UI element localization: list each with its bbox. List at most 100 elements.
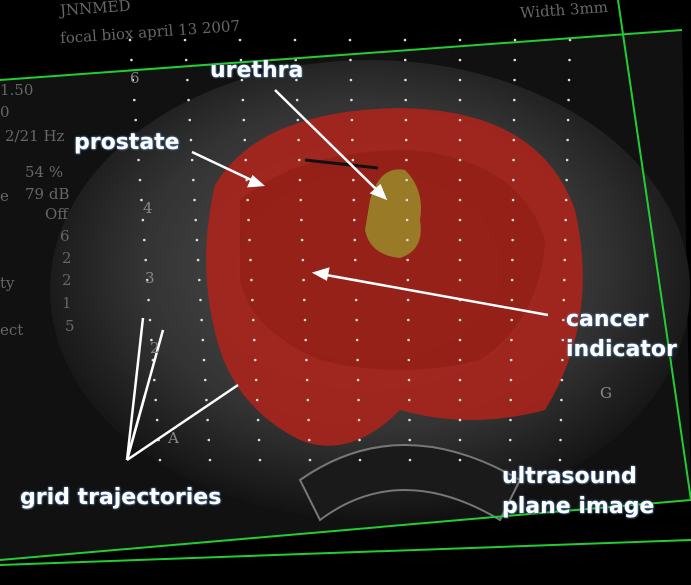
annotation-arrows <box>125 89 549 462</box>
grid-dot <box>251 298 254 302</box>
grid-number: 4 <box>143 199 153 217</box>
grid-dot <box>304 338 308 342</box>
grid-dot <box>134 118 138 122</box>
grid-dot <box>249 258 252 262</box>
grid-dot <box>140 198 143 202</box>
grid-dot <box>350 118 354 122</box>
probe-arc <box>298 444 522 522</box>
grid-dot <box>252 318 255 322</box>
grid-dot <box>299 198 303 202</box>
grid-dot <box>562 278 566 282</box>
grid-dot <box>408 438 412 442</box>
grid-dot <box>458 218 462 222</box>
overlay-value: 1 <box>62 294 72 312</box>
grid-dot <box>358 438 361 442</box>
grid-dot <box>406 258 409 262</box>
grid-dot <box>243 138 247 142</box>
grid-dot <box>358 458 362 462</box>
grid-dot <box>305 378 309 382</box>
overlay-value: 5 <box>65 317 75 335</box>
grid-dot <box>458 338 462 342</box>
label-grid-trajectories: grid trajectories <box>20 485 222 510</box>
grid-dot <box>406 298 410 302</box>
grid-dot <box>458 78 462 82</box>
label-ultrasound-plane-image: ultrasound plane image <box>502 462 654 522</box>
grid-dot <box>566 138 569 142</box>
grid-dot <box>458 118 462 122</box>
overlay-value: 79 dB <box>25 185 70 203</box>
overlay-value: 1.50 <box>0 81 34 99</box>
grid-dot <box>189 138 193 142</box>
grid-dot <box>205 398 208 402</box>
grid-dot <box>559 418 563 422</box>
label-ultrasound: ultrasound <box>502 464 637 489</box>
grid-dot <box>458 238 462 242</box>
grid-dot <box>404 138 408 142</box>
grid-dot <box>196 258 200 262</box>
overlay-word: e <box>0 187 9 205</box>
grid-dot <box>184 58 188 62</box>
grid-dot <box>406 278 410 282</box>
label-prostate: prostate <box>74 130 180 155</box>
grid-dot <box>192 178 195 182</box>
grid-dot <box>187 98 190 102</box>
needle-mark <box>304 158 379 170</box>
overlay-value: 2/21 Hz <box>5 127 65 145</box>
grid-dot <box>458 178 462 182</box>
grid-dot <box>131 78 135 82</box>
grid-dot <box>512 178 515 182</box>
grid-dot <box>257 438 261 442</box>
grid-dot <box>238 38 242 42</box>
overlay-word: ty <box>0 274 15 292</box>
grid-dot <box>349 58 352 62</box>
grid-number: 6 <box>130 69 140 87</box>
overlay-value: 2 <box>62 249 72 267</box>
grid-dot <box>240 78 244 82</box>
grid-dot <box>355 318 358 322</box>
grid-dot <box>458 418 462 422</box>
grid-trajectories <box>128 38 572 462</box>
grid-dot <box>242 118 246 122</box>
label-urethra: urethra <box>210 58 304 83</box>
grid-dot <box>141 218 145 222</box>
grid-dot <box>200 318 203 322</box>
grid-dot <box>302 298 306 302</box>
grid-dot <box>458 138 462 142</box>
overlay-value: 2 <box>62 271 72 289</box>
grid-dot <box>183 38 187 42</box>
grid-dot <box>295 98 299 102</box>
grid-dot <box>349 78 353 82</box>
grid-dot <box>132 98 136 102</box>
grid-dot <box>154 398 158 402</box>
grid-dot <box>193 198 196 202</box>
grid-dot <box>510 298 514 302</box>
grid-dot <box>458 278 462 282</box>
label-plane-image: plane image <box>502 494 655 519</box>
grid-number: A <box>168 429 179 447</box>
grid-dot <box>305 358 308 362</box>
label-cancer: cancer <box>566 307 649 332</box>
grid-dot <box>407 378 411 382</box>
grid-dot <box>405 178 408 182</box>
grid-dot <box>512 98 516 102</box>
grid-dot <box>300 218 303 222</box>
grid-dot <box>351 138 354 142</box>
grid-dot <box>307 438 311 442</box>
prostate-inner <box>240 150 545 370</box>
grid-dot <box>508 458 512 462</box>
grid-dot <box>407 398 411 402</box>
grid-dot <box>403 38 407 42</box>
grid-dot <box>352 218 356 222</box>
grid-dot <box>246 198 249 202</box>
grid-dot <box>258 458 262 462</box>
grid-dot <box>353 238 357 242</box>
grid-dot <box>510 318 513 322</box>
grid-dot <box>302 278 305 282</box>
grid-dot <box>201 338 205 342</box>
grid-dot <box>190 158 194 162</box>
grid-dot <box>355 338 359 342</box>
grid-dot <box>405 218 409 222</box>
grid-dot <box>248 238 251 242</box>
grid-dot <box>357 398 360 402</box>
grid-dot <box>203 378 207 382</box>
